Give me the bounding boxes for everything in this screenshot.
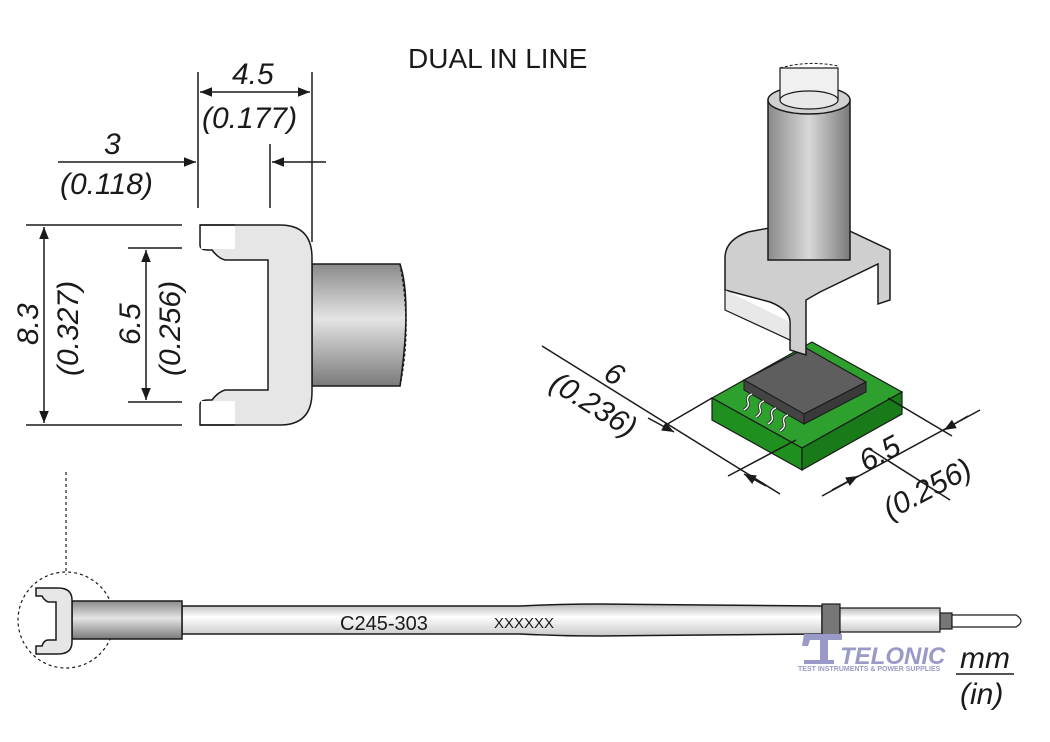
dim-outer-height-mm: 8.3 xyxy=(12,303,45,345)
dim-offset-mm: 3 xyxy=(104,128,121,161)
part-number: C245-303 xyxy=(340,613,428,635)
dimension-lines-3d xyxy=(541,345,981,501)
dim-width-mm: 4.5 xyxy=(232,58,274,91)
front-view xyxy=(199,224,407,426)
dim-inner-height-mm: 6.5 xyxy=(114,303,147,345)
diagram-title: DUAL IN LINE xyxy=(408,43,587,74)
telonic-logo: TELONIC TEST INSTRUMENTS & POWER SUPPLIE… xyxy=(798,634,946,673)
dim-chip-depth-mm: 6 xyxy=(598,356,630,393)
isometric-view xyxy=(710,62,904,472)
dimension-lines-front xyxy=(26,72,326,426)
serial-marking: XXXXXX xyxy=(494,615,554,632)
dim-inner-height-in: (0.256) xyxy=(154,281,187,376)
watermark-tagline: TEST INSTRUMENTS & POWER SUPPLIES xyxy=(798,666,941,673)
dim-width-in: (0.177) xyxy=(202,102,297,135)
watermark-brand: TELONIC xyxy=(840,643,946,670)
front-cylinder xyxy=(311,263,407,387)
dim-offset-in: (0.118) xyxy=(60,168,153,201)
tip-sleeve xyxy=(71,600,183,640)
tip-point xyxy=(951,614,1022,628)
fork-profile xyxy=(199,224,313,426)
units-mm: mm xyxy=(960,642,1010,675)
sleeve-cylinder xyxy=(767,99,851,261)
side-view xyxy=(17,472,1022,669)
units-in: (in) xyxy=(960,678,1003,711)
units-legend: mm (in) xyxy=(956,642,1014,711)
telonic-logo-icon xyxy=(802,634,842,664)
dim-outer-height-in: (0.327) xyxy=(52,281,85,376)
